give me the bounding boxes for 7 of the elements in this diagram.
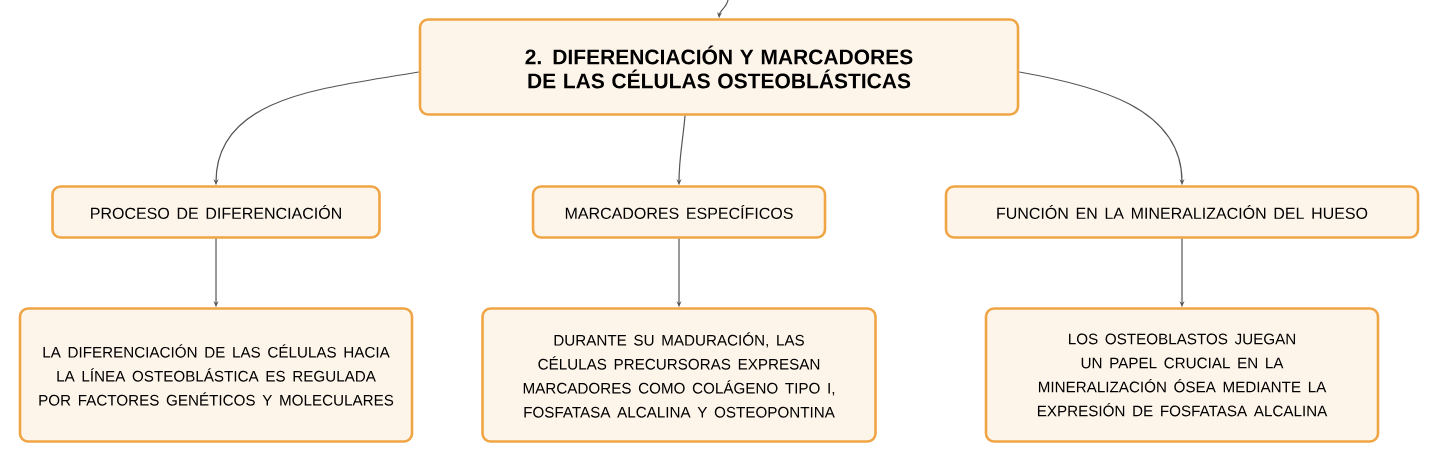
title-box: 2. DIFERENCIACIÓN Y MARCADORES DE LAS CÉLULAS OSTEOBLÁSTICAS (418, 18, 1020, 116)
detail-box: DURANTE SU MADURACIÓN, LAS CÉLULAS PRECURSORAS EXPRESAN MARCADORES COMO COLÁGENO TIPO I, FOSFATASA ALCALINA Y OSTEOPONTINA (481, 307, 877, 443)
detail-box: LA DIFERENCIACIÓN DE LAS CÉLULAS HACIA LA LÍNEA OSTEOBLÁSTICA ES REGULADA POR FACTORES GENÉTICOS Y MOLECULARES (18, 307, 414, 443)
detail-box: LOS OSTEOBLASTOS JUEGAN UN PAPEL CRUCIAL EN LA MINERALIZACIÓN ÓSEA MEDIANTE LA EXPRESIÓN DE FOSFATASA ALCALINA (984, 307, 1380, 443)
topic-box: FUNCIÓN EN LA MINERALIZACIÓN DEL HUESO (944, 185, 1420, 239)
topic-box: MARCADORES ESPECÍFICOS (531, 185, 827, 239)
topic-box: PROCESO DE DIFERENCIACIÓN (51, 185, 381, 239)
